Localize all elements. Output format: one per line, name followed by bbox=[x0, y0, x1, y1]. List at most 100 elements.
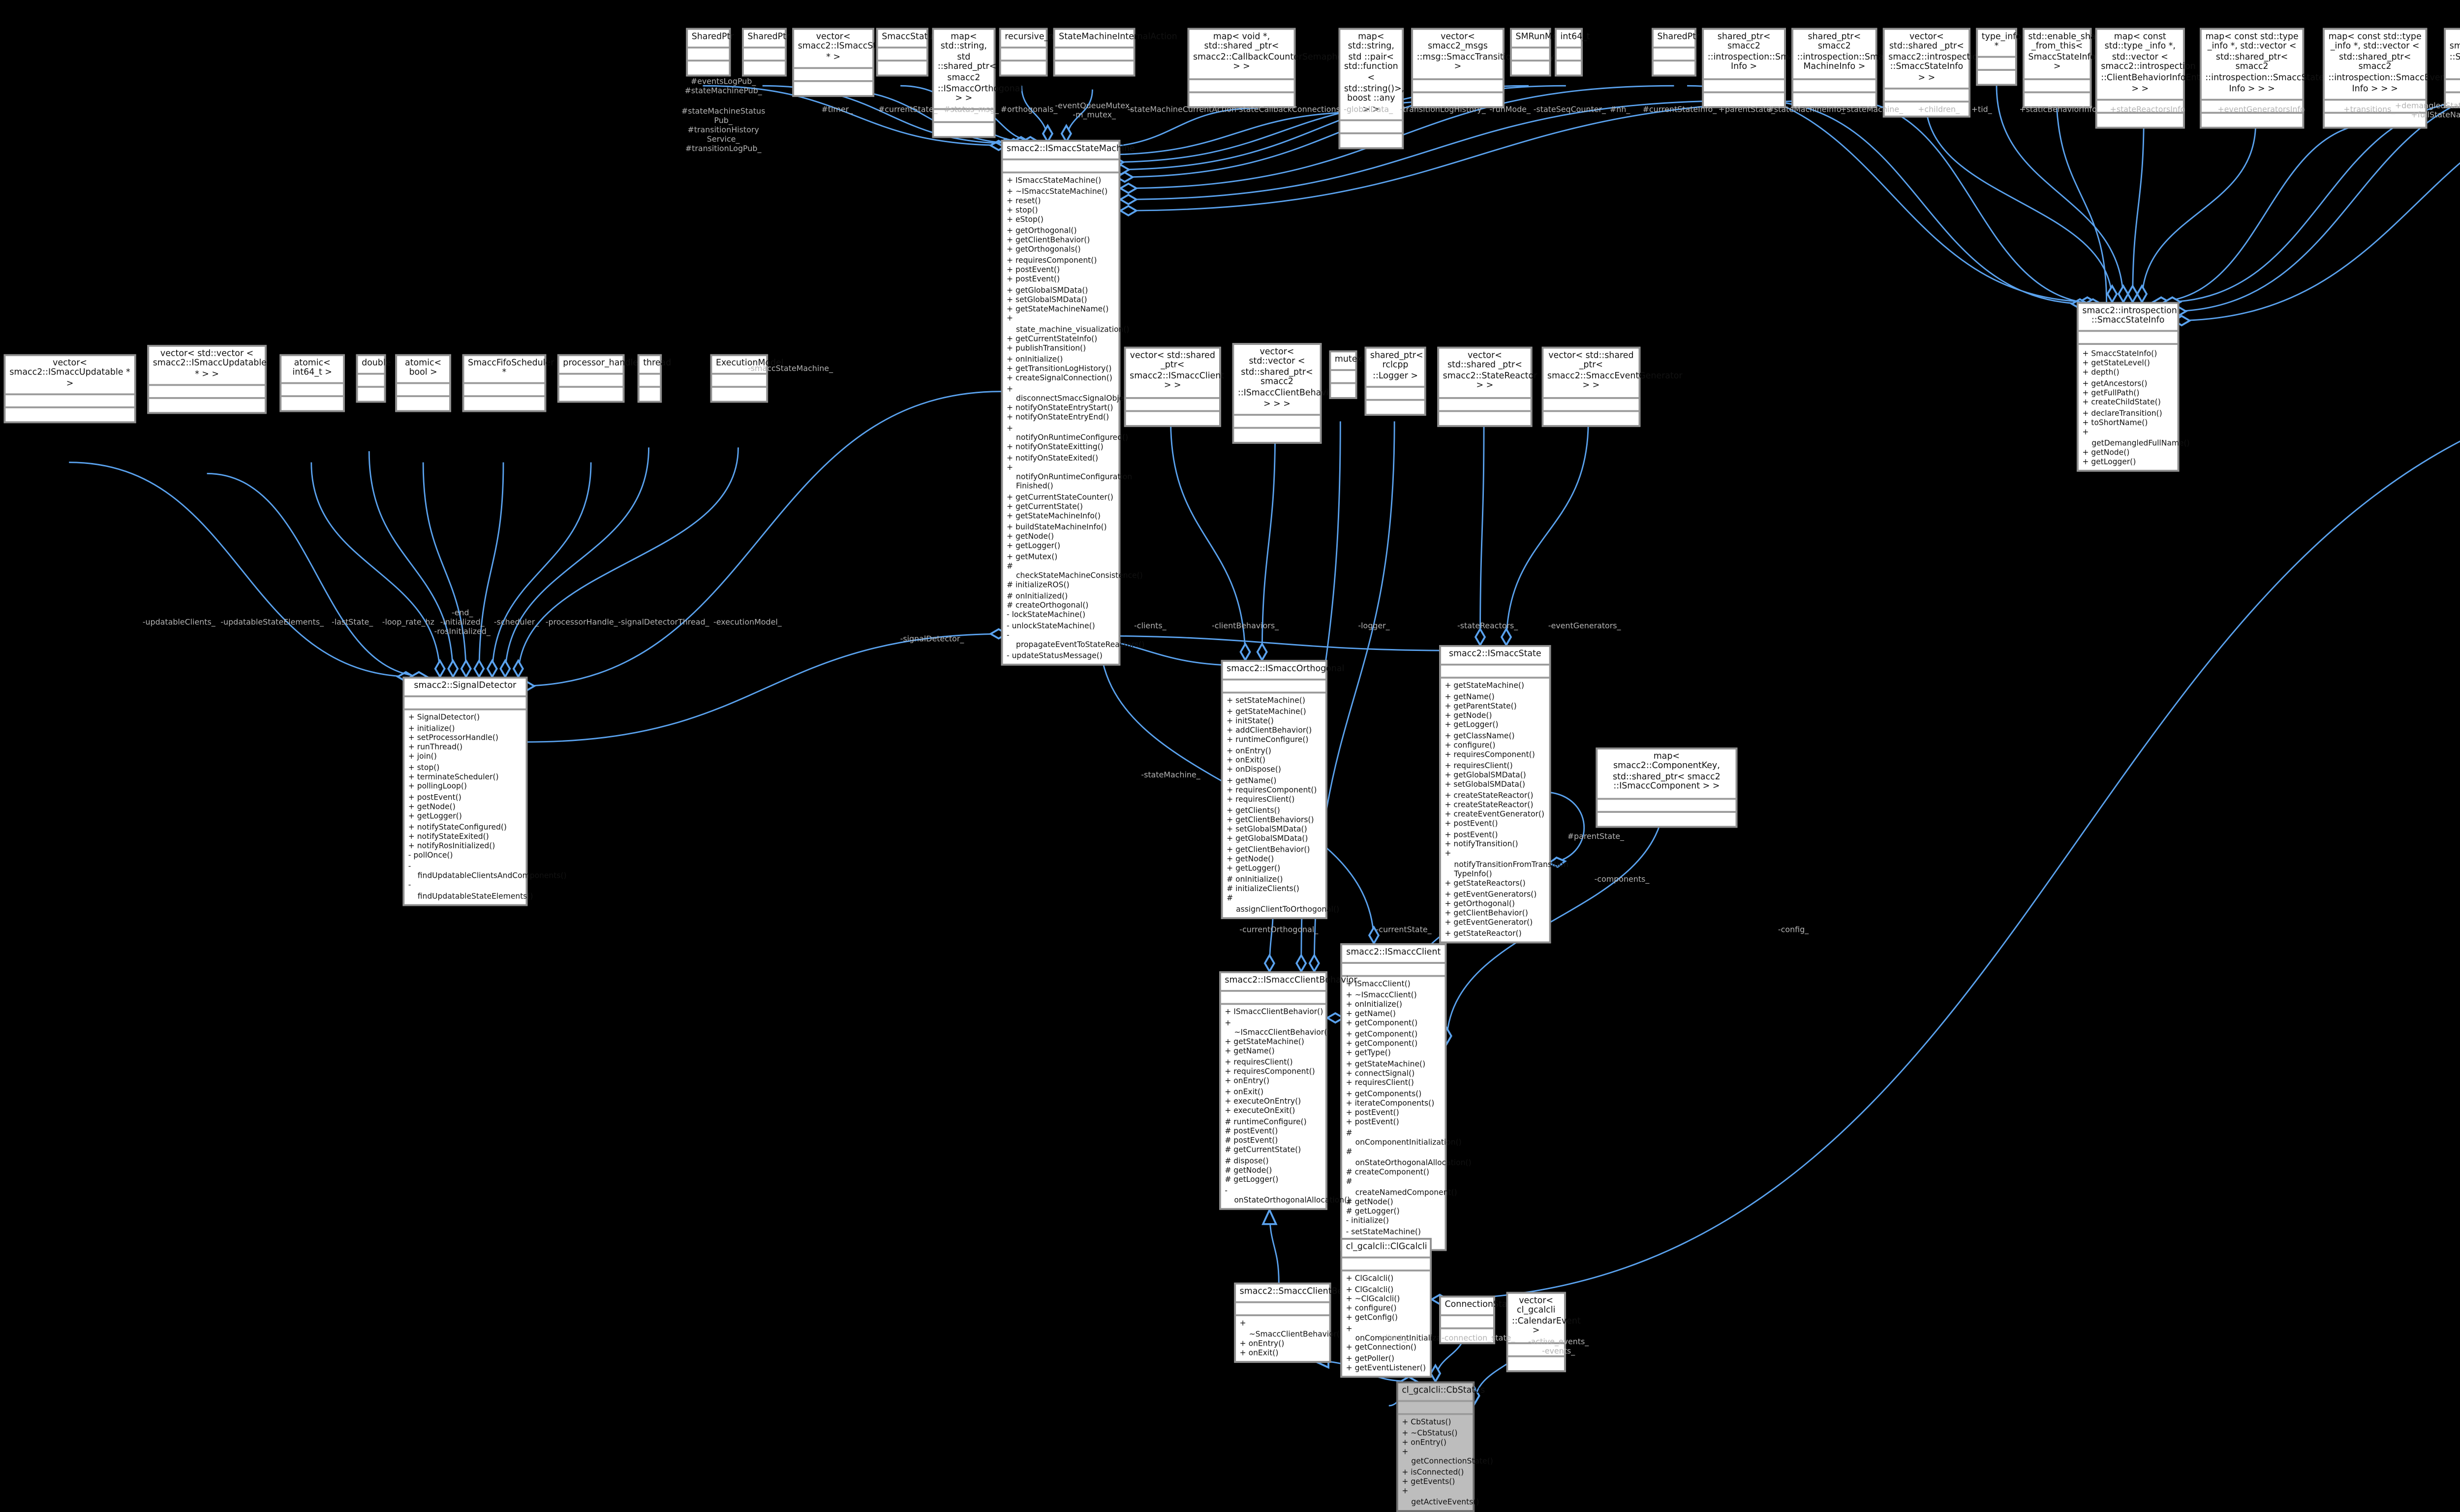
node-title: cl_gcalcli::CbStatus bbox=[1398, 1383, 1485, 1402]
method-entry: + state_machine_visualization() bbox=[1007, 314, 1130, 334]
operations-compartment bbox=[1793, 93, 1876, 106]
type-node-t1[interactable]: SharedPtr bbox=[686, 28, 734, 76]
edge-label-L13: -stateSeqCounter_ bbox=[1533, 104, 1606, 114]
method-entry: - findUpdatableClientsAndComponents() bbox=[408, 861, 567, 880]
type-node-t22[interactable]: vector< smacc2::introspection ::SmaccTra… bbox=[2444, 28, 2460, 108]
method-entry: + getCurrentStateInfo() bbox=[1007, 334, 1098, 343]
method-entry: + runThread() bbox=[408, 742, 463, 752]
class-node-client-behavior[interactable]: smacc2::ISmaccClientBehavior+ ISmaccClie… bbox=[1219, 971, 1357, 1210]
class-node-smacc-client-behavior[interactable]: smacc2::SmaccClientBehavior+ ~SmaccClien… bbox=[1234, 1282, 1370, 1364]
method-entry: + postEvent() bbox=[408, 792, 461, 801]
method-entry: - setStateMachine() bbox=[1346, 1226, 1421, 1235]
method-entry: + runtimeConfigure() bbox=[1227, 735, 1309, 745]
method-entry: + buildStateMachineInfo() bbox=[1007, 521, 1107, 531]
type-node-t2[interactable]: SharedPtr bbox=[742, 28, 790, 76]
class-node-cl-gcalcli[interactable]: cl_gcalcli::ClGcalcli+ ClGcalcli()+ ClGc… bbox=[1340, 1237, 1462, 1379]
type-node-t16[interactable]: vector< std::shared _ptr< smacc2::intros… bbox=[1882, 28, 1983, 118]
method-entry: + requiresClient() bbox=[1445, 760, 1513, 770]
edge-label-L21: +staticBehaviorInfo bbox=[2019, 104, 2097, 114]
method-entry: + onEntry() bbox=[1227, 745, 1271, 755]
relationship-edge bbox=[1118, 100, 1743, 206]
node-title: smacc2::SmaccClientBehavior bbox=[1236, 1285, 1370, 1303]
relationship-edge bbox=[69, 462, 416, 683]
operations-compartment bbox=[1366, 401, 1424, 414]
class-node-orthogonal[interactable]: smacc2::ISmaccOrthogonal+ setStateMachin… bbox=[1221, 660, 1344, 919]
type-node-t10[interactable]: vector< smacc2_msgs ::msg::SmaccTransiti… bbox=[1411, 28, 1555, 108]
type-node-t35[interactable]: thread bbox=[637, 354, 671, 402]
type-node-t19[interactable]: map< const std::type _info *, std::vecto… bbox=[2095, 28, 2209, 128]
method-entry: + ~ClGcalcli() bbox=[1346, 1294, 1400, 1303]
method-entry: + getName() bbox=[1227, 774, 1277, 784]
type-node-t15[interactable]: shared_ptr< smacc2 ::introspection::Smac… bbox=[1791, 28, 1916, 108]
methods-compartment: + getStateMachine()+ getName()+ getParen… bbox=[1441, 678, 1568, 941]
node-title: StateMachineInternalAction bbox=[1055, 30, 1177, 48]
method-entry: + postEvent() bbox=[1445, 819, 1498, 829]
type-node-t33[interactable]: SmaccFifoScheduler * bbox=[462, 354, 554, 413]
method-entry: + getStateMachine() bbox=[1445, 681, 1524, 690]
type-node-t3[interactable]: vector< smacc2::ISmaccState * > bbox=[792, 28, 890, 97]
attributes-compartment bbox=[1340, 121, 1402, 134]
method-entry: + postEvent() bbox=[1007, 274, 1060, 284]
edge-label-L17: #stateMachineInfo_ bbox=[1767, 104, 1845, 114]
type-node-t14[interactable]: shared_ptr< smacc2 ::introspection::Smac… bbox=[1702, 28, 1826, 108]
method-entry: + getConnection() bbox=[1346, 1343, 1416, 1353]
type-node-t5[interactable]: map< std::string, std ::shared_ptr< smac… bbox=[932, 28, 1022, 139]
attributes-compartment bbox=[2097, 100, 2183, 114]
method-entry: + requiresComponent() bbox=[1445, 750, 1535, 760]
type-node-t8[interactable]: map< void *, std::shared _ptr< smacc2::C… bbox=[1187, 28, 1352, 108]
attributes-compartment bbox=[1978, 59, 2015, 72]
class-node-cb-status[interactable]: cl_gcalcli::CbStatus+ CbStatus()+ ~CbSta… bbox=[1396, 1381, 1493, 1512]
type-node-t30[interactable]: atomic< int64_t > bbox=[279, 354, 345, 413]
method-entry: + getComponent() bbox=[1346, 1028, 1418, 1038]
type-node-t39[interactable]: mutex bbox=[1329, 350, 1362, 399]
class-node-client[interactable]: smacc2::ISmaccClient+ ISmaccClient()+ ~I… bbox=[1340, 943, 1472, 1252]
type-node-t32[interactable]: atomic< bool > bbox=[395, 354, 451, 413]
methods-compartment: + setStateMachine()+ getStateMachine()+ … bbox=[1223, 693, 1339, 917]
type-node-t34[interactable]: processor_handle bbox=[557, 354, 638, 402]
type-node-t13[interactable]: SharedPtr bbox=[1652, 28, 1699, 76]
edge-label-L49: #parentState_ bbox=[1567, 831, 1625, 841]
method-entry: + getCurrentState() bbox=[1007, 501, 1083, 511]
class-node-state-machine[interactable]: smacc2::ISmaccStateMachine+ ISmaccStateM… bbox=[1001, 140, 1145, 666]
type-node-t41[interactable]: vector< std::shared _ptr< smacc2::StateR… bbox=[1437, 346, 1537, 427]
type-node-t20[interactable]: map< const std::type _info *, std::vecto… bbox=[2200, 28, 2357, 128]
attributes-compartment bbox=[464, 385, 545, 398]
relationship-edge bbox=[516, 391, 1001, 692]
attributes-compartment bbox=[794, 69, 873, 82]
relationship-edge bbox=[1441, 794, 1665, 1046]
class-node-state-info[interactable]: smacc2::introspection ::SmaccStateInfo+ … bbox=[2076, 302, 2190, 473]
type-node-t12[interactable]: int64_t bbox=[1555, 28, 1590, 76]
method-entry: # onInitialized() bbox=[1007, 590, 1068, 600]
type-node-t6[interactable]: recursive_mutex bbox=[999, 28, 1076, 76]
method-entry: + postEvent() bbox=[1007, 264, 1060, 274]
class-node-signal-detector[interactable]: smacc2::SignalDetector+ SignalDetector()… bbox=[402, 677, 567, 906]
attributes-compartment bbox=[1342, 963, 1445, 977]
type-node-t17[interactable]: type_info * bbox=[1976, 28, 2021, 87]
type-node-t38[interactable]: vector< std::vector < std::shared_ptr< s… bbox=[1232, 343, 1337, 443]
method-entry: # initializeROS() bbox=[1007, 581, 1070, 590]
type-node-t42[interactable]: vector< std::shared _ptr< smacc2::SmaccE… bbox=[1541, 346, 1683, 427]
type-node-t18[interactable]: std::enable_shared _from_this< SmaccStat… bbox=[2023, 28, 2110, 108]
type-node-t31[interactable]: double bbox=[356, 354, 391, 402]
type-node-t4[interactable]: SmaccStatus bbox=[876, 28, 938, 76]
type-node-t43[interactable]: map< smacc2::ComponentKey, std::shared_p… bbox=[1596, 747, 1738, 827]
type-node-t36[interactable]: ExecutionModel bbox=[710, 354, 784, 402]
type-node-t40[interactable]: shared_ptr< rclcpp ::Logger > bbox=[1364, 346, 1426, 416]
type-node-t9[interactable]: map< std::string, std ::pair< std::funct… bbox=[1338, 28, 1404, 149]
operations-compartment bbox=[464, 398, 544, 411]
node-title: vector< smacc2::introspection ::SmaccTra… bbox=[2446, 30, 2460, 80]
type-node-calendar-events[interactable]: vector< cl_gcalcli ::CalendarEvent > bbox=[1506, 1292, 1581, 1372]
type-node-t37[interactable]: vector< std::shared _ptr< smacc2::ISmacc… bbox=[1124, 346, 1224, 427]
type-node-t7[interactable]: StateMachineInternalAction bbox=[1053, 28, 1177, 76]
relationship-edge bbox=[499, 447, 649, 679]
type-node-t28[interactable]: vector< smacc2::ISmaccUpdatable * > bbox=[3, 354, 136, 423]
class-node-state[interactable]: smacc2::ISmaccState+ getStateMachine()+ … bbox=[1439, 645, 1568, 944]
type-node-t29[interactable]: vector< std::vector < smacc2::ISmaccUpda… bbox=[147, 344, 267, 414]
method-entry: + onEntry() bbox=[1402, 1437, 1446, 1447]
method-entry: - pollOnce() bbox=[408, 851, 453, 861]
edge-label-L36: -end_ -initialized_ -rosInitialized_ bbox=[434, 608, 491, 636]
method-entry: + onInitialize() bbox=[1346, 999, 1402, 1009]
type-node-t21[interactable]: map< const std::type _info *, std::vecto… bbox=[2323, 28, 2460, 128]
type-node-t11[interactable]: SMRunMode bbox=[1510, 28, 1568, 76]
method-entry: - propagateEventToStateReactors() bbox=[1007, 630, 1145, 649]
